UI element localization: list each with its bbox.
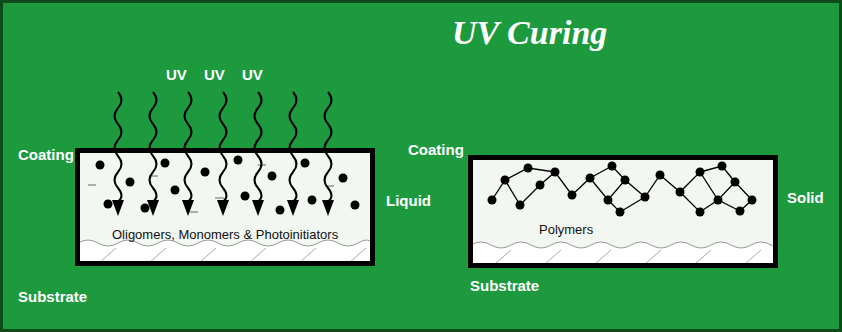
layer-label: Solid (787, 189, 824, 206)
coating-box: Polymers (468, 155, 778, 268)
layer-text: Polymers (539, 222, 593, 237)
layer-text: Oligomers, Monomers & Photoinitiators (112, 227, 338, 242)
layer-label: Substrate (470, 277, 539, 294)
radiation-label: UV (242, 66, 263, 83)
diagram-title: UV Curing (452, 14, 607, 52)
layer-label: Substrate (18, 288, 87, 305)
layer-label: Coating (18, 146, 74, 163)
layer-label: Liquid (386, 192, 431, 209)
coating-box: Oligomers, Monomers & Photoinitiators (75, 148, 375, 266)
radiation-label: UV (204, 66, 225, 83)
radiation-label: UV (166, 66, 187, 83)
layer-label: Coating (408, 141, 464, 158)
